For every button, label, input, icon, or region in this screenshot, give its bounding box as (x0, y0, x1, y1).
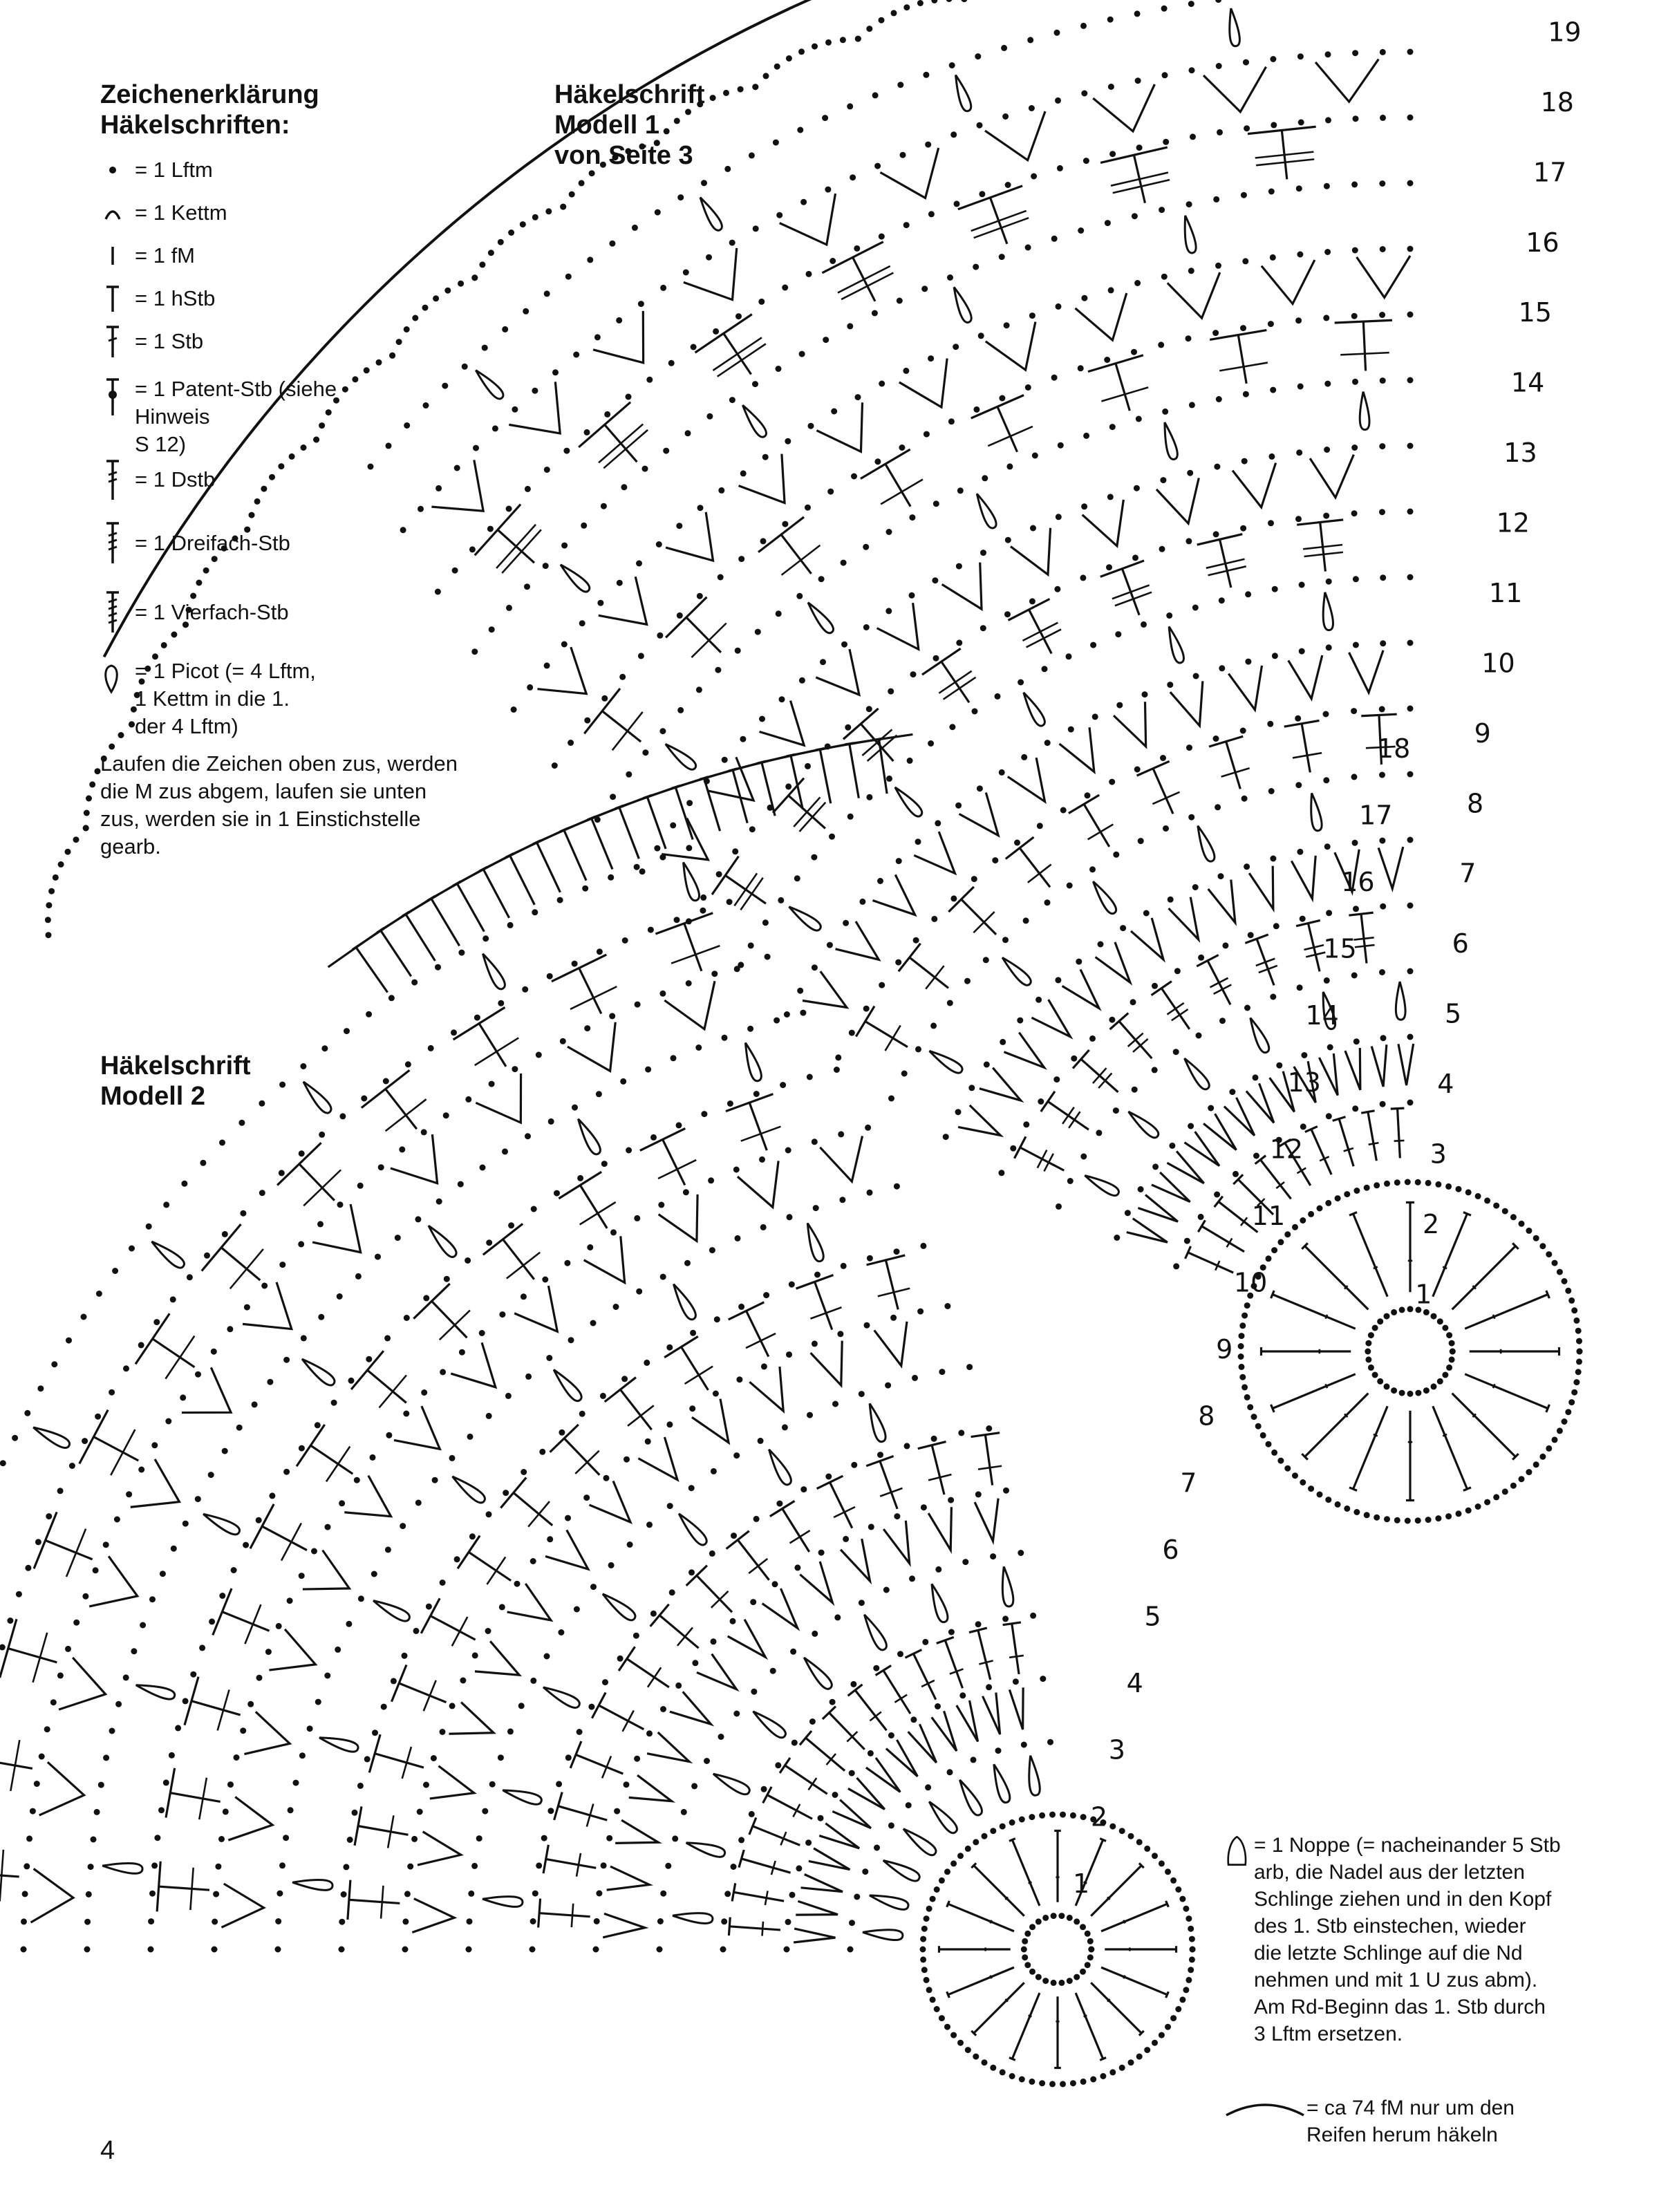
triple-treble-icon (106, 522, 119, 563)
legend-item-picot: = 1 Picot (= 4 Lftm, 1 Kettm in die 1. d… (100, 657, 460, 740)
bobble-icon (1227, 1835, 1247, 1866)
legend-item-quadruple-treble: = 1 Vierfach-Stb (100, 591, 460, 634)
legend-item-slip-stitch: = 1 Kettm (100, 191, 460, 234)
hoop-text: = ca 74 fM nur um den Reifen herum häkel… (1306, 2097, 1515, 2146)
round-number: 5 (1145, 1602, 1161, 1632)
legend-label: = 1 Stb (135, 329, 204, 353)
legend-item-single-crochet: = 1 fM (100, 234, 460, 277)
round-number: 19 (1548, 17, 1581, 47)
round-number: 18 (1541, 87, 1574, 118)
round-number: 1 (1073, 1868, 1089, 1899)
hoop-arc-icon (1226, 2103, 1304, 2117)
round-number: 4 (1127, 1668, 1143, 1698)
legend-label: = 1 Kettm (135, 200, 227, 225)
round-number: 9 (1474, 718, 1491, 749)
single-crochet-icon (111, 247, 114, 265)
legend-item-triple-treble: = 1 Dreifach-Stb (100, 522, 460, 565)
round-number: 13 (1503, 438, 1537, 468)
noppe-text: = 1 Noppe (= nacheinander 5 Stb arb, die… (1254, 1834, 1561, 2045)
hoop-note: = ca 74 fM nur um den Reifen herum häkel… (1224, 2094, 1583, 2148)
legend-label: = 1 Vierfach-Stb (135, 600, 289, 624)
legend-label: = 1 fM (135, 243, 196, 268)
model1-title: Häkelschrift Modell 1 von Seite 3 (554, 80, 705, 170)
round-number: 10 (1481, 648, 1515, 678)
round-number: 4 (1437, 1069, 1454, 1099)
round-number: 3 (1109, 1735, 1125, 1765)
round-number: 14 (1306, 1000, 1339, 1031)
legend-item-patent-stitch: = 1 Patent-Stb (siehe Hinweis S 12) (100, 375, 460, 458)
legend-item-half-double: = 1 hStb (100, 277, 460, 320)
round-number: 15 (1519, 297, 1552, 328)
legend-label: = 1 Dstb (135, 467, 216, 491)
patent-stitch-icon (106, 378, 119, 415)
legend: Zeichenerklärung Häkelschriften: = 1 Lft… (100, 79, 460, 861)
round-number: 7 (1459, 859, 1476, 889)
legend-item-chain: = 1 Lftm (100, 149, 460, 191)
round-number: 16 (1341, 867, 1374, 897)
legend-item-treble: = 1 Dstb (100, 458, 460, 501)
round-number: 12 (1270, 1134, 1303, 1164)
round-number: 14 (1511, 368, 1544, 398)
slip-stitch-arc-icon (104, 210, 121, 220)
treble-crochet-icon (106, 460, 119, 500)
round-number: 17 (1359, 800, 1392, 830)
legend-label: = 1 Lftm (135, 158, 213, 182)
round-number: 15 (1323, 934, 1356, 964)
legend-item-double-crochet: = 1 Stb (100, 320, 460, 363)
round-number: 6 (1452, 928, 1469, 959)
round-number: 3 (1430, 1139, 1447, 1170)
round-number: 8 (1467, 788, 1483, 818)
picot-icon (104, 664, 118, 694)
legend-label: = 1 Dreifach-Stb (135, 531, 290, 555)
hoop-arc (102, 0, 812, 658)
legend-title: Zeichenerklärung Häkelschriften: (100, 80, 319, 140)
double-crochet-icon (106, 326, 119, 357)
page-number: 4 (100, 2136, 115, 2165)
round-number: 2 (1423, 1209, 1439, 1239)
legend-label: = 1 Picot (= 4 Lftm, 1 Kettm in die 1. d… (135, 659, 316, 738)
round-number: 9 (1216, 1334, 1232, 1365)
half-double-crochet-icon (106, 285, 119, 312)
round-number: 13 (1288, 1067, 1321, 1098)
round-number: 1 (1415, 1279, 1432, 1309)
round-number: 11 (1252, 1201, 1285, 1231)
legend-note: Laufen die Zeichen oben zus, werden die … (100, 751, 458, 859)
round-number: 8 (1198, 1401, 1215, 1432)
chain-dot-icon (109, 167, 116, 174)
round-number: 17 (1533, 157, 1566, 187)
round-number: 6 (1162, 1535, 1179, 1565)
round-number: 2 (1091, 1801, 1107, 1832)
round-number: 5 (1445, 999, 1461, 1029)
round-number: 12 (1497, 508, 1530, 538)
noppe-note: = 1 Noppe (= nacheinander 5 Stb arb, die… (1224, 1832, 1569, 2047)
round-number: 7 (1180, 1468, 1197, 1498)
model2-title: Häkelschrift Modell 2 (100, 1051, 251, 1111)
round-number: 18 (1377, 733, 1410, 764)
round-number: 16 (1526, 227, 1559, 258)
quadruple-treble-icon (106, 591, 119, 632)
legend-label: = 1 hStb (135, 286, 216, 310)
legend-label: = 1 Patent-Stb (siehe Hinweis S 12) (135, 377, 337, 456)
round-number: 11 (1489, 578, 1522, 608)
round-number: 10 (1234, 1268, 1267, 1298)
